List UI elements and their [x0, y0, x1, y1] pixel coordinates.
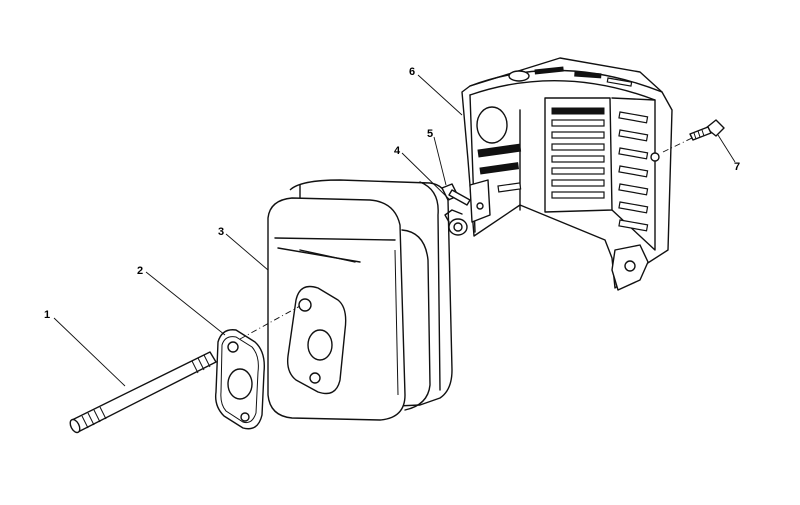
gasket — [214, 329, 265, 430]
callout-labels: 1 2 3 4 5 6 7 — [44, 66, 740, 321]
callout-2: 2 — [137, 265, 143, 277]
callout-3: 3 — [218, 226, 224, 238]
callout-5: 5 — [427, 128, 433, 140]
leader-lines — [53, 74, 736, 387]
callout-1: 1 — [44, 309, 50, 321]
shield-bolt — [689, 119, 725, 141]
callout-4: 4 — [394, 145, 401, 157]
flange-nut — [444, 209, 468, 236]
callout-7: 7 — [734, 161, 740, 173]
muffler-body — [267, 179, 453, 421]
stud-bolt — [69, 351, 217, 434]
muffler-guard — [461, 57, 673, 291]
callout-6: 6 — [409, 66, 415, 78]
